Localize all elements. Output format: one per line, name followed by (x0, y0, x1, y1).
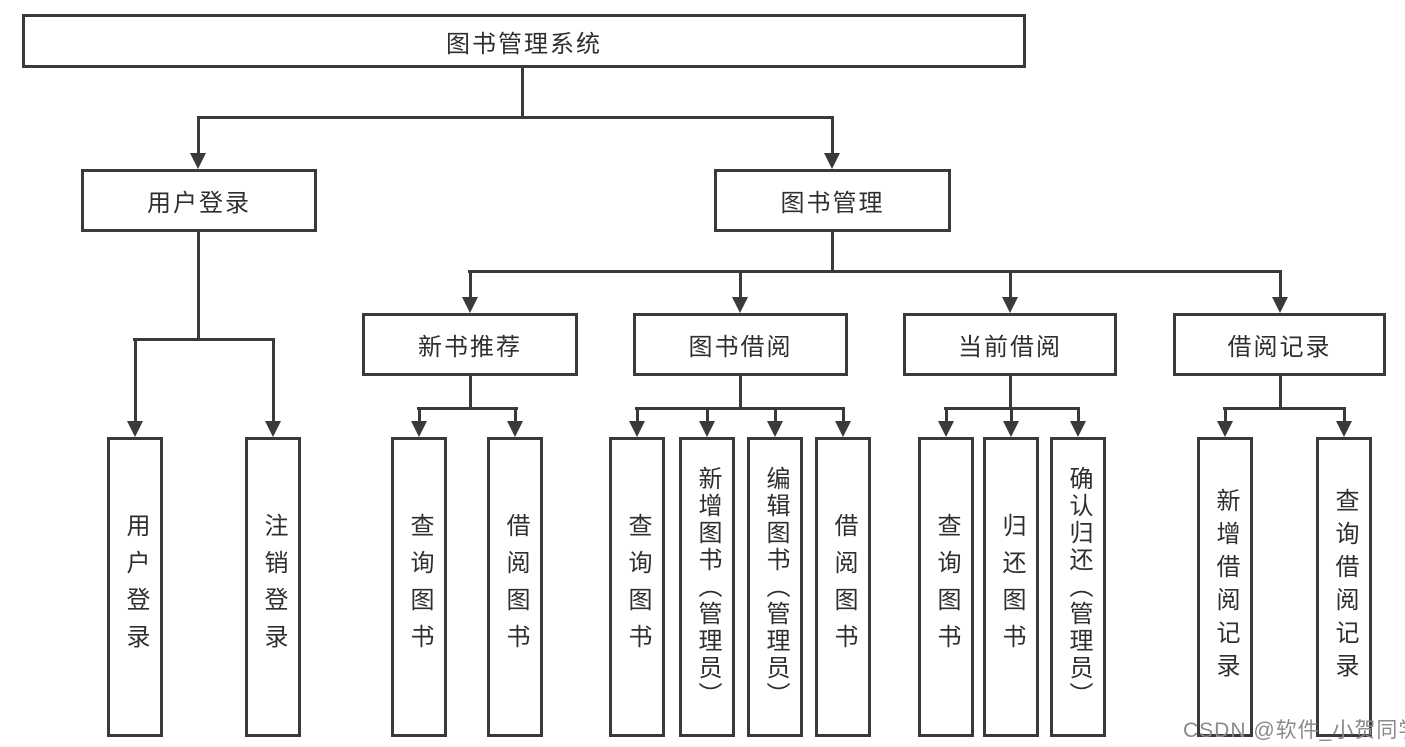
node-leaf-user-login: 用户登录 (107, 437, 163, 737)
connector-stem (1077, 410, 1080, 423)
connector-root-trunk (521, 68, 524, 118)
node-leaf-borrow-books-2-label: 借阅图书 (830, 513, 857, 661)
connector-stem (774, 410, 777, 423)
arrow-down-icon (824, 153, 840, 169)
connector-current-borrow-trunk (1009, 376, 1012, 407)
arrow-down-icon (507, 421, 523, 437)
connector-stem (1343, 410, 1346, 423)
arrow-down-icon (699, 421, 715, 437)
connector-stem (134, 341, 137, 421)
connector-stem (1010, 410, 1013, 423)
connector-user-login-trunk (197, 232, 200, 338)
arrow-down-icon (835, 421, 851, 437)
node-leaf-borrow-books-1: 借阅图书 (487, 437, 543, 737)
node-leaf-edit-books-admin-label: 编辑图书（管理员） (762, 465, 789, 709)
connector-stem (1279, 273, 1282, 299)
node-leaf-return-books-label: 归还图书 (998, 513, 1025, 661)
arrow-down-icon (767, 421, 783, 437)
connector-book-borrow-trunk (739, 376, 742, 407)
connector-book-management-bus (468, 270, 1282, 273)
node-leaf-user-login-label: 用户登录 (122, 513, 149, 661)
arrow-down-icon (1217, 421, 1233, 437)
arrow-down-icon (629, 421, 645, 437)
connector-stem (706, 410, 709, 423)
node-borrow-record-label: 借阅记录 (1227, 334, 1332, 361)
connector-stem (272, 341, 275, 421)
connector-stem (469, 273, 472, 299)
arrow-down-icon (938, 421, 954, 437)
node-leaf-add-borrow-record-label: 新增借阅记录 (1212, 488, 1239, 686)
node-leaf-query-books-3-label: 查询图书 (933, 513, 960, 661)
connector-stem (1009, 273, 1012, 299)
connector-stem (842, 410, 845, 423)
node-borrow-record: 借阅记录 (1173, 313, 1386, 376)
connector-user-login-bus (133, 338, 275, 341)
node-user-login: 用户登录 (81, 169, 317, 232)
arrow-down-icon (265, 421, 281, 437)
node-book-management: 图书管理 (714, 169, 951, 232)
arrow-down-icon (1336, 421, 1352, 437)
connector-new-book-bus (417, 407, 518, 410)
node-leaf-query-books-2: 查询图书 (609, 437, 665, 737)
connector-root-bus (197, 116, 834, 119)
node-book-management-label: 图书管理 (780, 190, 885, 217)
node-leaf-return-books: 归还图书 (983, 437, 1039, 737)
node-leaf-edit-books-admin: 编辑图书（管理员） (747, 437, 803, 737)
node-leaf-add-books-admin: 新增图书（管理员） (679, 437, 735, 737)
node-leaf-borrow-books-2: 借阅图书 (815, 437, 871, 737)
arrow-down-icon (462, 297, 478, 313)
node-current-borrow-label: 当前借阅 (958, 334, 1062, 361)
node-leaf-logout: 注销登录 (245, 437, 301, 737)
node-leaf-query-borrow-record: 查询借阅记录 (1316, 437, 1372, 737)
node-root-label: 图书管理系统 (446, 30, 602, 58)
node-current-borrow: 当前借阅 (903, 313, 1117, 376)
node-leaf-add-borrow-record: 新增借阅记录 (1197, 437, 1253, 737)
connector-stem (945, 410, 948, 423)
connector-current-borrow-bus (944, 407, 1080, 410)
arrow-down-icon (190, 153, 206, 169)
connector-book-management-trunk (831, 232, 834, 270)
arrow-down-icon (732, 297, 748, 313)
node-leaf-logout-label: 注销登录 (260, 513, 287, 661)
arrow-down-icon (127, 421, 143, 437)
connector-borrow-record-trunk (1279, 376, 1282, 407)
connector-new-book-trunk (469, 376, 472, 407)
arrow-down-icon (1003, 421, 1019, 437)
connector-stem (831, 116, 834, 154)
node-leaf-confirm-return-admin: 确认归还（管理员） (1050, 437, 1106, 737)
arrow-down-icon (411, 421, 427, 437)
node-leaf-query-books-1: 查询图书 (391, 437, 447, 737)
connector-stem (636, 410, 639, 423)
node-leaf-borrow-books-1-label: 借阅图书 (502, 513, 529, 661)
watermark: CSDN @软件_小贺同学 (1183, 719, 1405, 742)
node-new-book-recommend-label: 新书推荐 (418, 334, 522, 361)
node-leaf-query-books-1-label: 查询图书 (406, 513, 433, 661)
connector-stem (739, 273, 742, 299)
node-user-login-label: 用户登录 (147, 190, 251, 217)
arrow-down-icon (1272, 297, 1288, 313)
node-root: 图书管理系统 (22, 14, 1026, 68)
connector-stem (418, 410, 421, 423)
node-leaf-add-books-admin-label: 新增图书（管理员） (694, 465, 721, 709)
connector-borrow-record-bus (1223, 407, 1346, 410)
node-leaf-query-borrow-record-label: 查询借阅记录 (1331, 488, 1358, 686)
arrow-down-icon (1070, 421, 1086, 437)
node-leaf-query-books-3: 查询图书 (918, 437, 974, 737)
node-leaf-query-books-2-label: 查询图书 (624, 513, 651, 661)
connector-stem (1224, 410, 1227, 423)
node-new-book-recommend: 新书推荐 (362, 313, 578, 376)
connector-stem (514, 410, 517, 423)
connector-book-borrow-bus (635, 407, 845, 410)
arrow-down-icon (1002, 297, 1018, 313)
node-book-borrow-label: 图书借阅 (688, 334, 793, 361)
node-book-borrow: 图书借阅 (633, 313, 848, 376)
connector-stem (197, 116, 200, 154)
node-leaf-confirm-return-admin-label: 确认归还（管理员） (1065, 465, 1092, 709)
